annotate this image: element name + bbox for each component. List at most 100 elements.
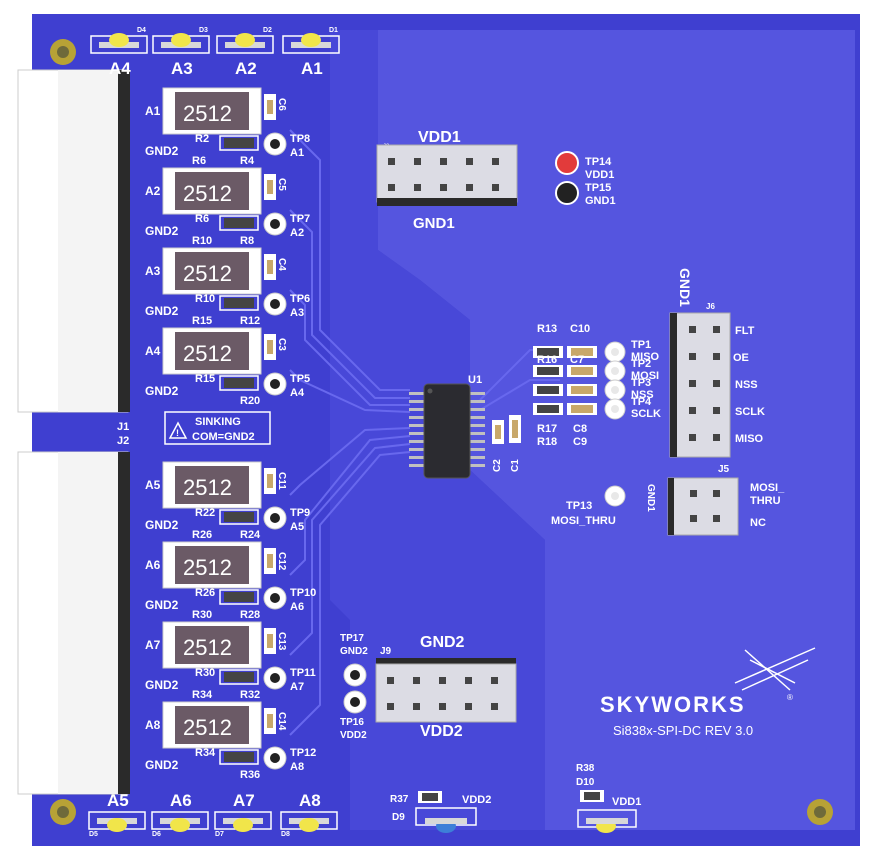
vdd1-led-block: R38 D10 VDD1 — [576, 763, 641, 833]
spi-tp-net: MISO — [631, 351, 660, 363]
svg-text:VDD2: VDD2 — [462, 794, 491, 806]
gnd2-label: GND2 — [145, 518, 179, 532]
res-ref: R15 — [195, 373, 215, 385]
mounting-hole-icon — [50, 39, 76, 65]
resistor-value: 2512 — [183, 261, 232, 286]
gnd2-label: GND2 — [145, 678, 179, 692]
spi-tp-ref: TP1 — [631, 339, 651, 351]
spi-res-ref: R18 — [537, 436, 557, 448]
svg-text:C1: C1 — [510, 459, 521, 472]
resistor-value: 2512 — [183, 635, 232, 660]
mounting-hole-icon — [50, 799, 76, 825]
j9-gnd2-label: GND2 — [420, 634, 465, 651]
j6-ref: J6 — [706, 302, 715, 311]
sinking-label: SINKING — [195, 416, 241, 428]
tp-ref: TP12 — [290, 747, 316, 759]
res-top-ref: R10 — [192, 235, 212, 247]
board-name: Si838x-SPI-DC REV 3.0 — [613, 723, 753, 738]
j6-pin-label: FLT — [735, 325, 755, 337]
led-ref: D2 — [263, 27, 272, 34]
gnd2-label: GND2 — [145, 598, 179, 612]
spi-res-ref: R17 — [537, 423, 557, 435]
led-ref: D5 — [89, 831, 98, 838]
svg-text:MOSI_: MOSI_ — [750, 482, 785, 494]
led-label: A2 — [235, 59, 257, 78]
cap-ref: C12 — [276, 552, 287, 571]
mounting-hole-icon — [807, 799, 833, 825]
spi-tp-net: NSS — [631, 389, 654, 401]
tp14-testpoint: TP14 VDD1 — [555, 151, 614, 181]
spi-tp-ref: TP2 — [631, 358, 651, 370]
cap-ref: C13 — [276, 632, 287, 651]
j6-gnd-label: GND1 — [677, 268, 693, 307]
svg-text:TP13: TP13 — [566, 500, 592, 512]
tp-net: A4 — [290, 387, 305, 399]
channel-label: A1 — [145, 104, 161, 118]
gnd2-label: GND2 — [145, 144, 179, 158]
channel-label: A3 — [145, 264, 161, 278]
j9-vdd2-label: VDD2 — [420, 723, 463, 740]
svg-text:VDD1: VDD1 — [612, 796, 641, 808]
warning-triangle-icon — [168, 421, 188, 439]
res2-ref: R8 — [240, 235, 254, 247]
header-j5: J5 GND1 MOSI_ THRU NC — [645, 464, 785, 536]
vdd2-led-block: R37 VDD2 D9 — [390, 791, 491, 833]
skyworks-logo: SKYWORKS ® Si838x-SPI-DC REV 3.0 — [600, 647, 816, 738]
skyworks-swoosh-icon — [734, 647, 816, 691]
channel-label: A2 — [145, 184, 161, 198]
svg-text:C2: C2 — [492, 459, 503, 472]
brand-name: SKYWORKS — [600, 692, 746, 717]
led-label: A6 — [170, 791, 192, 810]
connector-j1 — [17, 69, 130, 413]
trace-group — [289, 129, 560, 736]
spi-cap-ref: C7 — [570, 354, 584, 366]
res2-ref: R28 — [240, 609, 260, 621]
svg-text:THRU: THRU — [750, 495, 781, 507]
j1-label: J1 — [117, 421, 129, 433]
svg-text:!: ! — [176, 428, 179, 438]
svg-text:TP15: TP15 — [585, 182, 611, 194]
res-top-ref: R15 — [192, 315, 212, 327]
res2-ref: R32 — [240, 689, 260, 701]
j6-pin-label: MISO — [735, 433, 764, 445]
resistor-value: 2512 — [183, 181, 232, 206]
tp-ref: TP11 — [290, 667, 316, 679]
resistor-value: 2512 — [183, 341, 232, 366]
res-ref: R6 — [195, 213, 209, 225]
gnd2-label: GND2 — [145, 384, 179, 398]
cap-ref: C3 — [276, 338, 287, 351]
resistor-value: 2512 — [183, 715, 232, 740]
header-j8: VDD1 J8 GND1 — [376, 129, 518, 232]
svg-text:R38: R38 — [576, 763, 595, 774]
res-ref: R22 — [195, 507, 215, 519]
svg-text:D9: D9 — [392, 812, 405, 823]
j5-gnd-label: GND1 — [645, 484, 656, 512]
resistor-value: 2512 — [183, 475, 232, 500]
led-label: A8 — [299, 791, 321, 810]
gnd2-label: GND2 — [145, 758, 179, 772]
tp15-testpoint: TP15 GND1 — [555, 181, 616, 207]
svg-text:VDD1: VDD1 — [585, 169, 614, 181]
spi-res-ref: R16 — [537, 354, 557, 366]
header-j9: GND2 J9 VDD2 — [375, 634, 517, 740]
spi-tp-net: MOSI — [631, 370, 659, 382]
tp16-testpoint: TP16 VDD2 — [340, 690, 367, 741]
res-top-ref: R6 — [192, 155, 206, 167]
spi-tp-net: SCLK — [631, 408, 661, 420]
svg-text:GND2: GND2 — [340, 646, 368, 657]
res-top-ref: R34 — [192, 689, 213, 701]
svg-text:TP17: TP17 — [340, 633, 364, 644]
res2-ref: R24 — [240, 529, 261, 541]
led-label: A7 — [233, 791, 255, 810]
cap-ref: C5 — [276, 178, 287, 191]
tp17-testpoint: TP17 GND2 — [340, 633, 368, 687]
